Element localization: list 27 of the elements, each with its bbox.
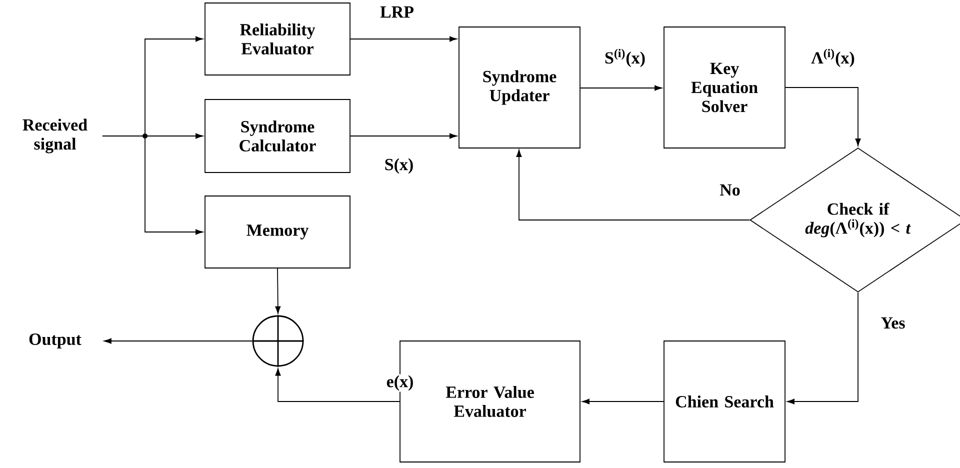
arrow [785,87,861,146]
arrow [275,268,281,314]
process-box: Key Equation Solver [664,26,786,148]
arrow [516,150,750,220]
edge-label: No [718,183,742,197]
process-box: Syndrome Updater [458,26,580,148]
process-box: Reliability Evaluator [204,2,350,76]
arrow [350,36,457,42]
edge-label: S$^{(i)}$(x) [604,48,647,68]
edge-label: Λ$^{(i)}$(x) [810,48,856,68]
adder-circle [252,314,304,368]
edge-label: Yes [880,316,906,330]
edge-label: LRP [379,5,415,19]
arrow [104,338,253,344]
signal-label: Received signal [22,118,88,154]
process-box: Memory [204,196,350,268]
arrow [787,292,858,404]
process-box: Chien Search [664,340,786,462]
arrow [102,136,203,235]
process-box: Syndrome Calculator [204,99,350,173]
arrow [275,368,400,402]
signal-label: Output [29,334,82,348]
edge-label: S(x) [383,157,415,175]
arrow [582,398,664,404]
edge-label: e(x) [385,374,415,392]
arrow [580,85,662,91]
arrow [350,133,457,139]
